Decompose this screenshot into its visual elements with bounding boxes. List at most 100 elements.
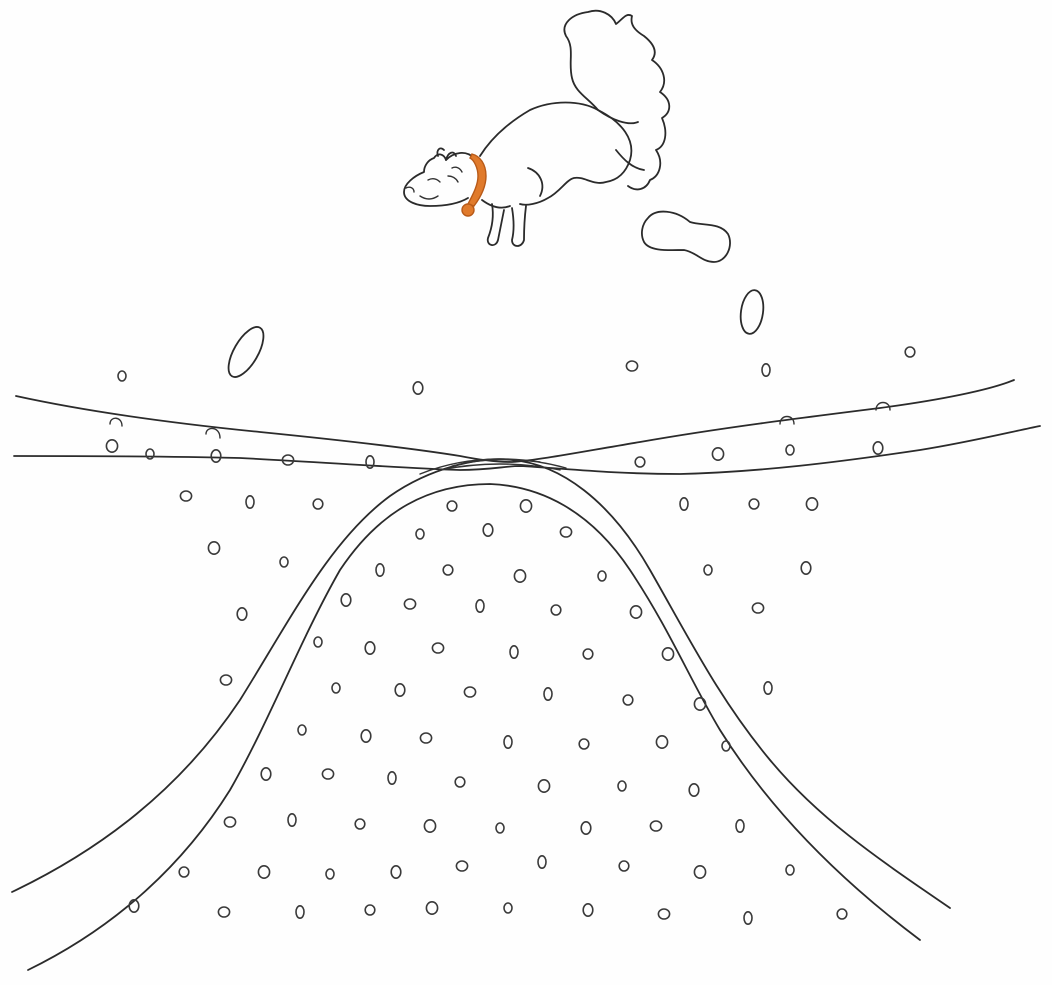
mound-outer-line (12, 459, 950, 908)
pebble-dot (218, 907, 229, 917)
pebble-dot (314, 637, 322, 647)
pebble-dot (118, 371, 126, 381)
pebble-dot (662, 648, 673, 660)
pebble-dot (650, 821, 661, 831)
pebble-dot (332, 683, 340, 693)
pebble-dot (762, 364, 770, 376)
pebble-dot (786, 865, 794, 875)
squirrel-front-leg-2 (512, 206, 526, 246)
squirrel-belly (482, 200, 510, 208)
pebble-dot (391, 866, 401, 878)
pebble-dot (581, 822, 591, 834)
pebble-dot (413, 382, 423, 394)
pebble-dot (208, 542, 219, 554)
pebble-dot (424, 820, 435, 832)
pebble-dot (520, 500, 531, 512)
dirt-clump-oval-right (738, 289, 766, 336)
pebble-dot (322, 769, 333, 779)
pebble-dot (365, 642, 375, 654)
squirrel-tail (564, 11, 669, 190)
squirrel-body (480, 103, 631, 205)
pebble-dots (106, 347, 914, 924)
dirt-clump-oval-left (222, 322, 271, 382)
pebble-dot (538, 780, 549, 792)
pebble-dot (560, 527, 571, 537)
pebble-dot (504, 736, 512, 748)
pebble-dot (404, 599, 415, 609)
pebble-dot (623, 695, 633, 705)
collar-band (468, 154, 486, 206)
collar-tag (462, 204, 474, 216)
pebble-dot (341, 594, 351, 606)
pebble-dot (258, 866, 269, 878)
pebble-dot (510, 646, 518, 658)
pebble-dot (376, 564, 384, 576)
squirrel-mouth (420, 196, 438, 199)
pebble-dot (752, 603, 763, 613)
pebble-dot (447, 501, 457, 511)
pebble-dot (538, 856, 546, 868)
ground-line-lower (14, 426, 1040, 474)
pebble-dot (626, 361, 637, 371)
pebble-dot (786, 445, 794, 455)
pebble-dot (504, 903, 512, 913)
flying-dirt-clumps (222, 212, 766, 383)
pebble-dot (514, 570, 525, 582)
pebble-dot (694, 866, 705, 878)
pebble-dot (365, 905, 375, 915)
pebble-dot (598, 571, 606, 581)
squirrel-nose (406, 187, 414, 192)
pebble-dot (905, 347, 915, 357)
squirrel-icon (404, 11, 669, 246)
pebble-dot (298, 725, 306, 735)
pebble-dot (736, 820, 744, 832)
pebble-dot (432, 643, 443, 653)
pebble-dot (704, 565, 712, 575)
pebble-dot (689, 784, 699, 796)
pebble-dot (483, 524, 493, 536)
collar-icon (462, 154, 486, 216)
pebble-dot (237, 608, 247, 620)
pebble-dot (180, 491, 191, 501)
pebble-dot (456, 861, 467, 871)
squirrel-whisker (448, 167, 462, 182)
pebble-dot (658, 909, 669, 919)
pebble-dot (443, 565, 453, 575)
squirrel-front-leg-1 (488, 204, 504, 245)
squirrel-eye (428, 179, 440, 182)
pebble-dot (618, 781, 626, 791)
pebble-dot (420, 733, 431, 743)
pebble-dot (496, 823, 504, 833)
squirrel-head (404, 153, 474, 206)
pebble-dot (656, 736, 667, 748)
pebble-dot (455, 777, 465, 787)
pebble-dot (146, 449, 154, 459)
squirrel-tail-inner (598, 110, 644, 170)
pebble-dot (722, 741, 730, 751)
squirrel-hind-leg (528, 168, 542, 196)
pebble-dot (388, 772, 396, 784)
ground-bump (110, 403, 890, 439)
pebble-dot (355, 819, 365, 829)
pebble-dot (280, 557, 288, 567)
pebble-dot (680, 498, 688, 510)
pebble-dot (296, 906, 304, 918)
pebble-dot (220, 675, 231, 685)
pebble-dot (619, 861, 629, 871)
pebble-dot (630, 606, 641, 618)
pebble-dot (544, 688, 552, 700)
pebble-dot (106, 440, 117, 452)
mound-inner-line (28, 484, 920, 970)
pebble-dot (635, 457, 645, 467)
dirt-clump-large (642, 212, 730, 262)
pebble-dot (426, 902, 437, 914)
pebble-dot (211, 450, 221, 462)
pebble-dot (694, 698, 705, 710)
pebble-dot (361, 730, 371, 742)
pebble-dot (326, 869, 334, 879)
pebble-dot (712, 448, 723, 460)
pebble-dot (806, 498, 817, 510)
mound-outline (12, 459, 950, 970)
